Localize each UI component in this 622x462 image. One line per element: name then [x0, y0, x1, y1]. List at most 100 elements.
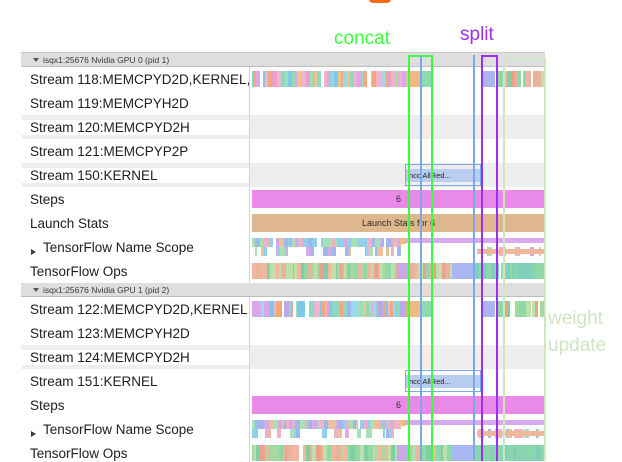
- track-row-label: TensorFlow Name Scope: [21, 421, 249, 437]
- namescope-span2: [477, 431, 545, 436]
- track-divider: [249, 441, 250, 462]
- annotation-weight-update-line1: weight: [548, 308, 603, 329]
- timeline-stripe: [252, 445, 397, 461]
- track-timeline[interactable]: [249, 235, 545, 259]
- nccl-highlight-box: [405, 164, 481, 186]
- expand-caret-icon[interactable]: [31, 248, 36, 255]
- track-timeline[interactable]: [249, 297, 545, 321]
- op-block: [397, 263, 409, 279]
- track-row[interactable]: Stream 120:MEMCPYD2H: [21, 115, 545, 139]
- track-timeline[interactable]: [249, 417, 545, 441]
- track-divider: [249, 211, 250, 235]
- timeline-stripe: [475, 263, 545, 279]
- track-divider: [249, 67, 250, 91]
- namescope-tail: [401, 420, 406, 426]
- nccl-highlight-box: [405, 370, 481, 392]
- nccl-block: [481, 301, 495, 317]
- steps-bar[interactable]: 6: [252, 190, 545, 208]
- track-timeline[interactable]: [249, 441, 545, 462]
- track-row[interactable]: TensorFlow Ops: [21, 259, 545, 283]
- group-header[interactable]: isqx1:25676 Nvidia GPU 0 (pid 1): [21, 53, 545, 67]
- track-timeline[interactable]: [249, 259, 545, 283]
- op-nccl-block: [452, 263, 478, 279]
- track-divider: [249, 393, 250, 417]
- timeline-stripe: [252, 429, 401, 438]
- steps-bar-label: 6: [395, 194, 401, 204]
- track-divider: [249, 187, 250, 211]
- namescope-span: [406, 238, 545, 243]
- nccl-allreduce-chip[interactable]: ncclAllRed...: [406, 375, 480, 388]
- group-header[interactable]: isqx1:25676 Nvidia GPU 1 (pid 2): [21, 283, 545, 297]
- steps-bar[interactable]: 6: [252, 396, 545, 414]
- chevron-down-icon[interactable]: [33, 287, 39, 292]
- trace-viewer-panel[interactable]: isqx1:25676 Nvidia GPU 0 (pid 1) Stream 1…: [21, 52, 545, 462]
- annotation-weight-update-line2: update: [548, 335, 607, 356]
- memcpy-block: [409, 71, 421, 87]
- track-divider: [249, 417, 250, 441]
- track-row-label: Stream 121:MEMCPYP2P: [21, 143, 249, 159]
- track-row[interactable]: Stream 123:MEMCPYH2D: [21, 321, 545, 345]
- timeline-stripe: [252, 247, 401, 256]
- track-row-label: Steps: [21, 397, 249, 413]
- track-timeline[interactable]: ncclAllRed...: [249, 163, 545, 187]
- nccl-allreduce-chip[interactable]: ncclAllRed...: [406, 169, 480, 182]
- kernel-block: [496, 71, 503, 87]
- namescope-span2: [477, 249, 545, 254]
- track-row[interactable]: Stream 118:MEMCPYD2D,KERNEL,ME: [21, 67, 545, 91]
- track-timeline[interactable]: [249, 115, 545, 139]
- track-timeline[interactable]: [249, 91, 545, 115]
- timeline-stripe: [504, 301, 545, 317]
- annotation-split: split: [460, 24, 494, 45]
- track-timeline[interactable]: ncclAllRed...: [249, 369, 545, 393]
- track-divider: [249, 345, 250, 369]
- track-row-label: Stream 124:MEMCPYD2H: [21, 349, 249, 365]
- track-divider: [249, 369, 250, 393]
- track-timeline[interactable]: [249, 345, 545, 369]
- group-title: isqx1:25676 Nvidia GPU 0 (pid 1): [43, 54, 170, 65]
- track-timeline[interactable]: [249, 139, 545, 163]
- track-row[interactable]: Stream 124:MEMCPYD2H: [21, 345, 545, 369]
- track-row-label: Stream 150:KERNEL: [21, 167, 249, 183]
- kernel-block: [421, 71, 433, 87]
- track-divider: [249, 91, 250, 115]
- track-divider: [249, 115, 250, 139]
- track-timeline[interactable]: [249, 67, 545, 91]
- timeline-stripe: [409, 263, 452, 279]
- track-timeline[interactable]: 6: [249, 187, 545, 211]
- track-timeline[interactable]: [249, 321, 545, 345]
- track-row[interactable]: TensorFlow Ops: [21, 441, 545, 462]
- timeline-stripe: [252, 263, 397, 279]
- track-row[interactable]: Stream 121:MEMCPYP2P: [21, 139, 545, 163]
- kernel-block: [496, 301, 503, 317]
- timeline-stripe: [252, 71, 409, 87]
- op-block: [397, 445, 409, 461]
- track-row[interactable]: TensorFlow Name Scope: [21, 235, 545, 259]
- launch-stats-bar[interactable]: Launch Stats for 6: [252, 214, 545, 232]
- group-title: isqx1:25676 Nvidia GPU 1 (pid 2): [43, 284, 170, 295]
- annotation-weight-update: weight update: [548, 305, 606, 359]
- timeline-stripe: [252, 301, 409, 317]
- track-divider: [249, 259, 250, 283]
- track-row[interactable]: Stream 150:KERNEL ncclAllRed...: [21, 163, 545, 187]
- track-divider: [249, 297, 250, 321]
- track-row-label: TensorFlow Name Scope: [21, 239, 249, 255]
- track-row[interactable]: Stream 122:MEMCPYD2D,KERNEL,MI: [21, 297, 545, 321]
- track-timeline[interactable]: Launch Stats for 6: [249, 211, 545, 235]
- track-row-label: Stream 118:MEMCPYD2D,KERNEL,ME: [21, 71, 249, 87]
- timeline-stripe: [252, 420, 401, 429]
- track-divider: [249, 235, 250, 259]
- annotation-concat: concat: [334, 28, 390, 49]
- track-row[interactable]: TensorFlow Name Scope: [21, 417, 545, 441]
- track-row[interactable]: Stream 119:MEMCPYH2D: [21, 91, 545, 115]
- track-timeline[interactable]: 6: [249, 393, 545, 417]
- chevron-down-icon[interactable]: [33, 57, 39, 62]
- launch-stats-bar-label: Launch Stats for 6: [361, 218, 436, 228]
- track-divider: [249, 321, 250, 345]
- expand-caret-icon[interactable]: [31, 430, 36, 437]
- track-divider: [249, 163, 250, 187]
- track-row-label: Stream 119:MEMCPYH2D: [21, 95, 249, 111]
